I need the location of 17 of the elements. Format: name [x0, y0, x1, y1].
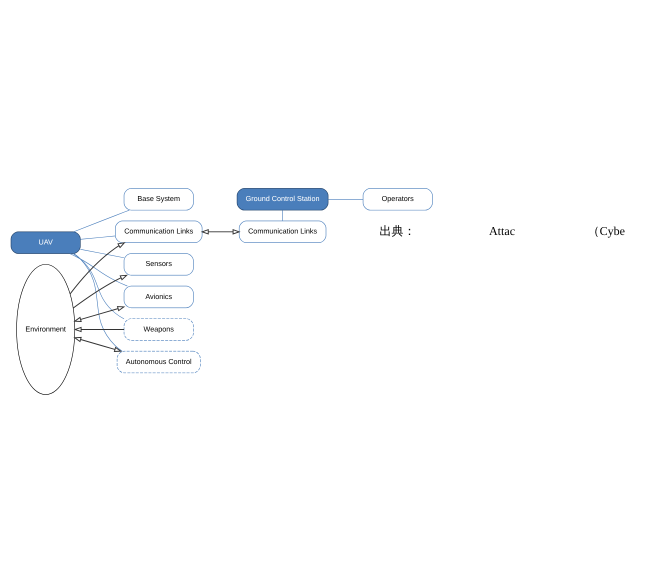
- connector: [80, 235, 116, 240]
- arrow: [200, 228, 241, 234]
- connector: [282, 209, 283, 221]
- connector: [80, 248, 124, 258]
- connector: [74, 252, 122, 351]
- connector: [72, 252, 124, 319]
- connector: [328, 198, 364, 200]
- arrow: [73, 336, 122, 352]
- arrow: [72, 274, 128, 308]
- connector: [70, 252, 128, 286]
- label: 出典：: [380, 223, 416, 238]
- arrow: [73, 306, 126, 322]
- label: （Cybe: [588, 223, 626, 238]
- arrow: [74, 326, 125, 332]
- arrow: [70, 242, 126, 294]
- label: Attac: [488, 223, 516, 238]
- connector: [73, 209, 130, 232]
